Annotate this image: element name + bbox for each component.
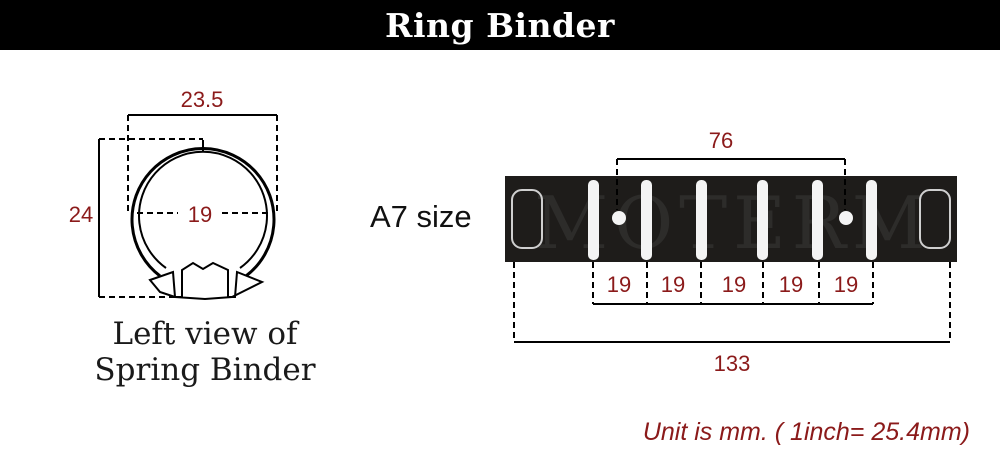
unit-note: Unit is mm. ( 1inch= 25.4mm) [642,418,970,446]
caption-line-2: Spring Binder [94,352,316,388]
width-dimension-label: 23.5 [181,87,224,112]
ring-slot [641,180,652,260]
spine-bar [505,176,957,262]
caption-line-1: Left view of [112,316,298,352]
title-bar: Ring Binder [0,0,1000,50]
ring-slot [812,180,823,260]
spine-drawing: MOTERM [505,176,957,265]
size-label: A7 size [370,199,472,234]
ring-clamp-base [148,261,265,301]
total-length-label: 133 [714,351,751,376]
spacing-label: 19 [834,272,858,297]
ring-inner [138,150,268,269]
spine-end-slot-right [919,189,951,249]
height-dimension-label: 24 [69,202,93,227]
left-view-caption: Left view of Spring Binder [60,316,350,388]
ring-slot [588,180,599,260]
spine-end-slot-left [511,189,543,249]
watermark-text: MOTERM [534,181,931,265]
spine-dimensions [513,158,951,343]
rivet-left [612,211,626,225]
rivet-right [839,211,853,225]
ring-span-label: 76 [709,128,733,153]
ring-slot [866,180,877,260]
ring-slot [696,180,707,260]
ring-slot [757,180,768,260]
inner-diameter-label: 19 [188,202,212,227]
page-title: Ring Binder [385,5,615,45]
spacing-label: 19 [607,272,631,297]
left-view-drawing [98,114,278,301]
spacing-label: 19 [722,272,746,297]
spacing-label: 19 [779,272,803,297]
spacing-label: 19 [661,272,685,297]
